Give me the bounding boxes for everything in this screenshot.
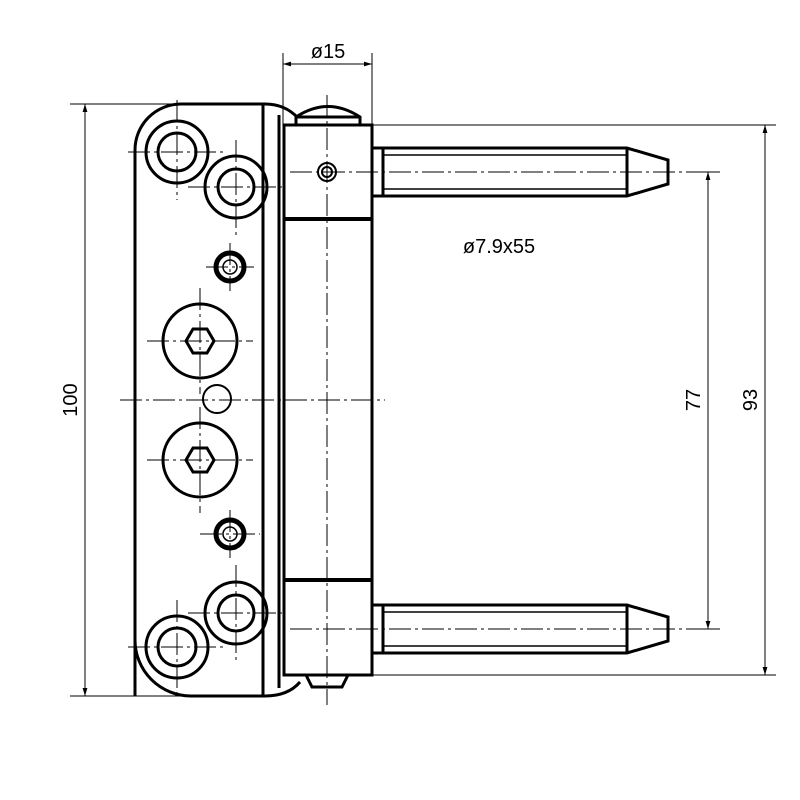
dimension-93: 93 [372, 124, 776, 676]
dimension-label-diameter-15: ø15 [311, 41, 345, 63]
hinge-barrel [282, 105, 374, 689]
dimension-77: 77 [683, 171, 720, 630]
dimension-label-93: 93 [740, 389, 762, 411]
dimension-100: 100 [60, 103, 180, 697]
pin-hole-icon [202, 384, 232, 414]
bottom-cap [304, 674, 350, 689]
centerlines [120, 95, 690, 705]
dimension-label-100: 100 [60, 383, 82, 416]
dimension-label-77: 77 [683, 389, 705, 411]
pin-spec-label: ø7.9x55 [463, 236, 535, 258]
top-cap-dome [294, 105, 362, 125]
dimension-diameter-15: ø15 [282, 41, 373, 125]
